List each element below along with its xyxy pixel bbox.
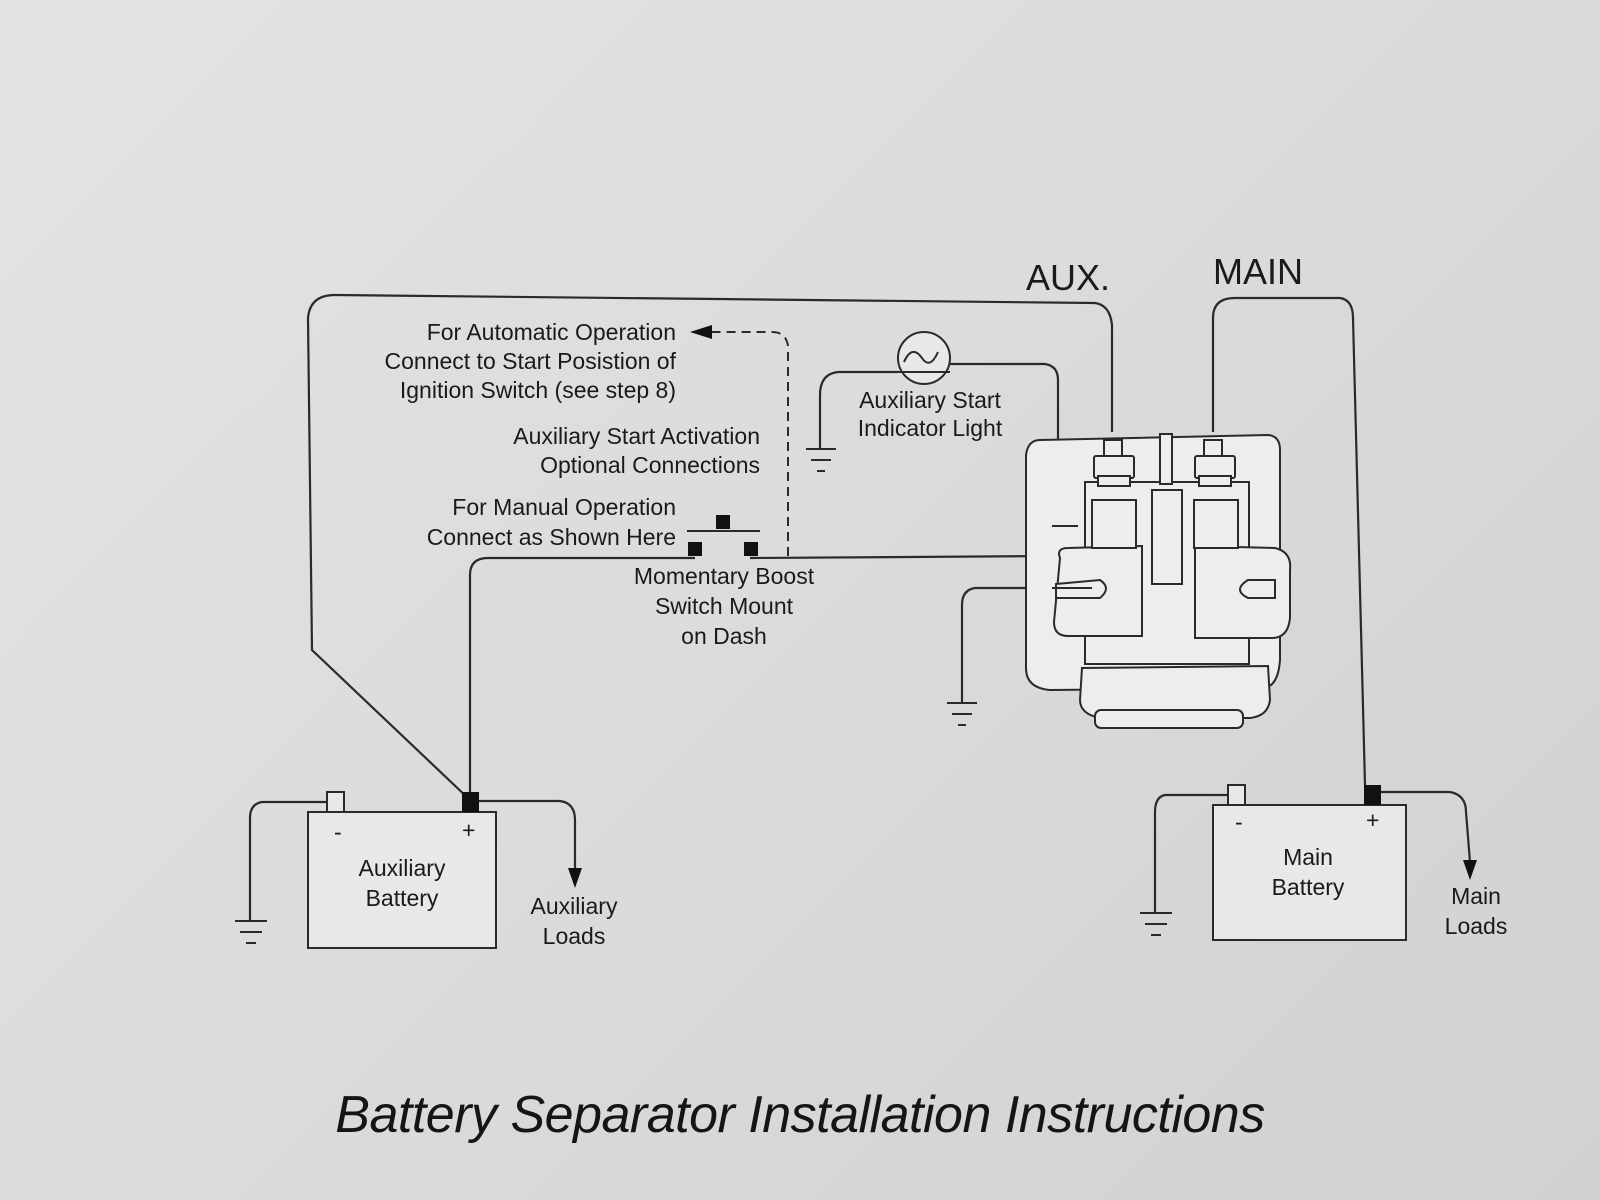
aux-battery-body <box>307 811 497 949</box>
main-battery-negative-post <box>1227 784 1246 806</box>
ground-icon <box>947 702 977 726</box>
wire-aux-negative <box>248 800 333 920</box>
battery-separator-icon <box>1025 433 1292 729</box>
main-battery-body <box>1212 804 1407 941</box>
aux-terminal-label: AUX. <box>1026 257 1110 298</box>
aux-battery-label-line2: Battery <box>366 885 439 911</box>
main-battery-positive-post <box>1364 785 1381 805</box>
activation-line1: Auxiliary Start Activation <box>513 423 760 449</box>
boost-switch-line3: on Dash <box>681 623 767 649</box>
indicator-light-icon <box>897 331 951 385</box>
aux-battery-positive-post <box>462 792 479 812</box>
ground-icon <box>235 920 267 944</box>
wire-aux-battery-to-aux-terminal <box>306 293 1114 801</box>
main-battery-label-line2: Battery <box>1272 874 1345 900</box>
main-terminal-label: MAIN <box>1213 251 1303 292</box>
indicator-light-line1: Auxiliary Start <box>859 387 1001 413</box>
arrow-down-icon <box>1463 860 1477 880</box>
arrow-down-icon <box>568 868 582 888</box>
ground-icon <box>1140 912 1172 936</box>
manual-operation-line1: For Manual Operation <box>452 494 676 520</box>
main-loads-line2: Loads <box>1445 913 1508 939</box>
wire-main-terminal-to-main-battery <box>1211 296 1367 786</box>
boost-switch-line2: Switch Mount <box>655 593 794 619</box>
automatic-operation-line3: Ignition Switch (see step 8) <box>400 377 676 403</box>
aux-battery-label-line1: Auxiliary <box>359 855 446 881</box>
wire-indicator-left <box>818 370 898 448</box>
main-battery-plus: + <box>1366 807 1379 833</box>
activation-line2: Optional Connections <box>540 452 760 478</box>
main-battery-minus: - <box>1235 809 1243 835</box>
aux-battery-minus: - <box>334 819 342 845</box>
wire-separator-ground <box>960 586 1060 702</box>
arrow-head-icon <box>690 325 712 339</box>
wire-boost-switch <box>468 556 695 800</box>
manual-operation-line2: Connect as Shown Here <box>427 524 676 550</box>
boost-switch-line1: Momentary Boost <box>634 563 815 589</box>
main-battery: - + Main Battery <box>1212 784 1407 941</box>
main-battery-label-line1: Main <box>1283 844 1333 870</box>
ground-icon <box>806 448 836 472</box>
wire-boost-switch-to-separator <box>749 554 1061 560</box>
auxiliary-battery: - + Auxiliary Battery <box>307 791 497 949</box>
automatic-operation-line1: For Automatic Operation <box>427 319 676 345</box>
aux-loads-line1: Auxiliary <box>531 893 618 919</box>
main-loads-line1: Main <box>1451 883 1501 909</box>
momentary-switch-icon <box>687 515 760 556</box>
aux-battery-plus: + <box>462 817 475 843</box>
wire-indicator-right <box>950 362 1060 520</box>
automatic-operation-line2: Connect to Start Posistion of <box>385 348 677 374</box>
page-title: Battery Separator Installation Instructi… <box>335 1086 1265 1144</box>
indicator-light-line2: Indicator Light <box>858 415 1003 441</box>
wire-main-loads <box>1373 790 1472 863</box>
wire-main-negative <box>1153 793 1233 912</box>
dashed-optional-connection <box>712 331 789 556</box>
aux-loads-line2: Loads <box>543 923 606 949</box>
aux-battery-negative-post <box>326 791 345 813</box>
wire-aux-loads <box>478 799 577 870</box>
